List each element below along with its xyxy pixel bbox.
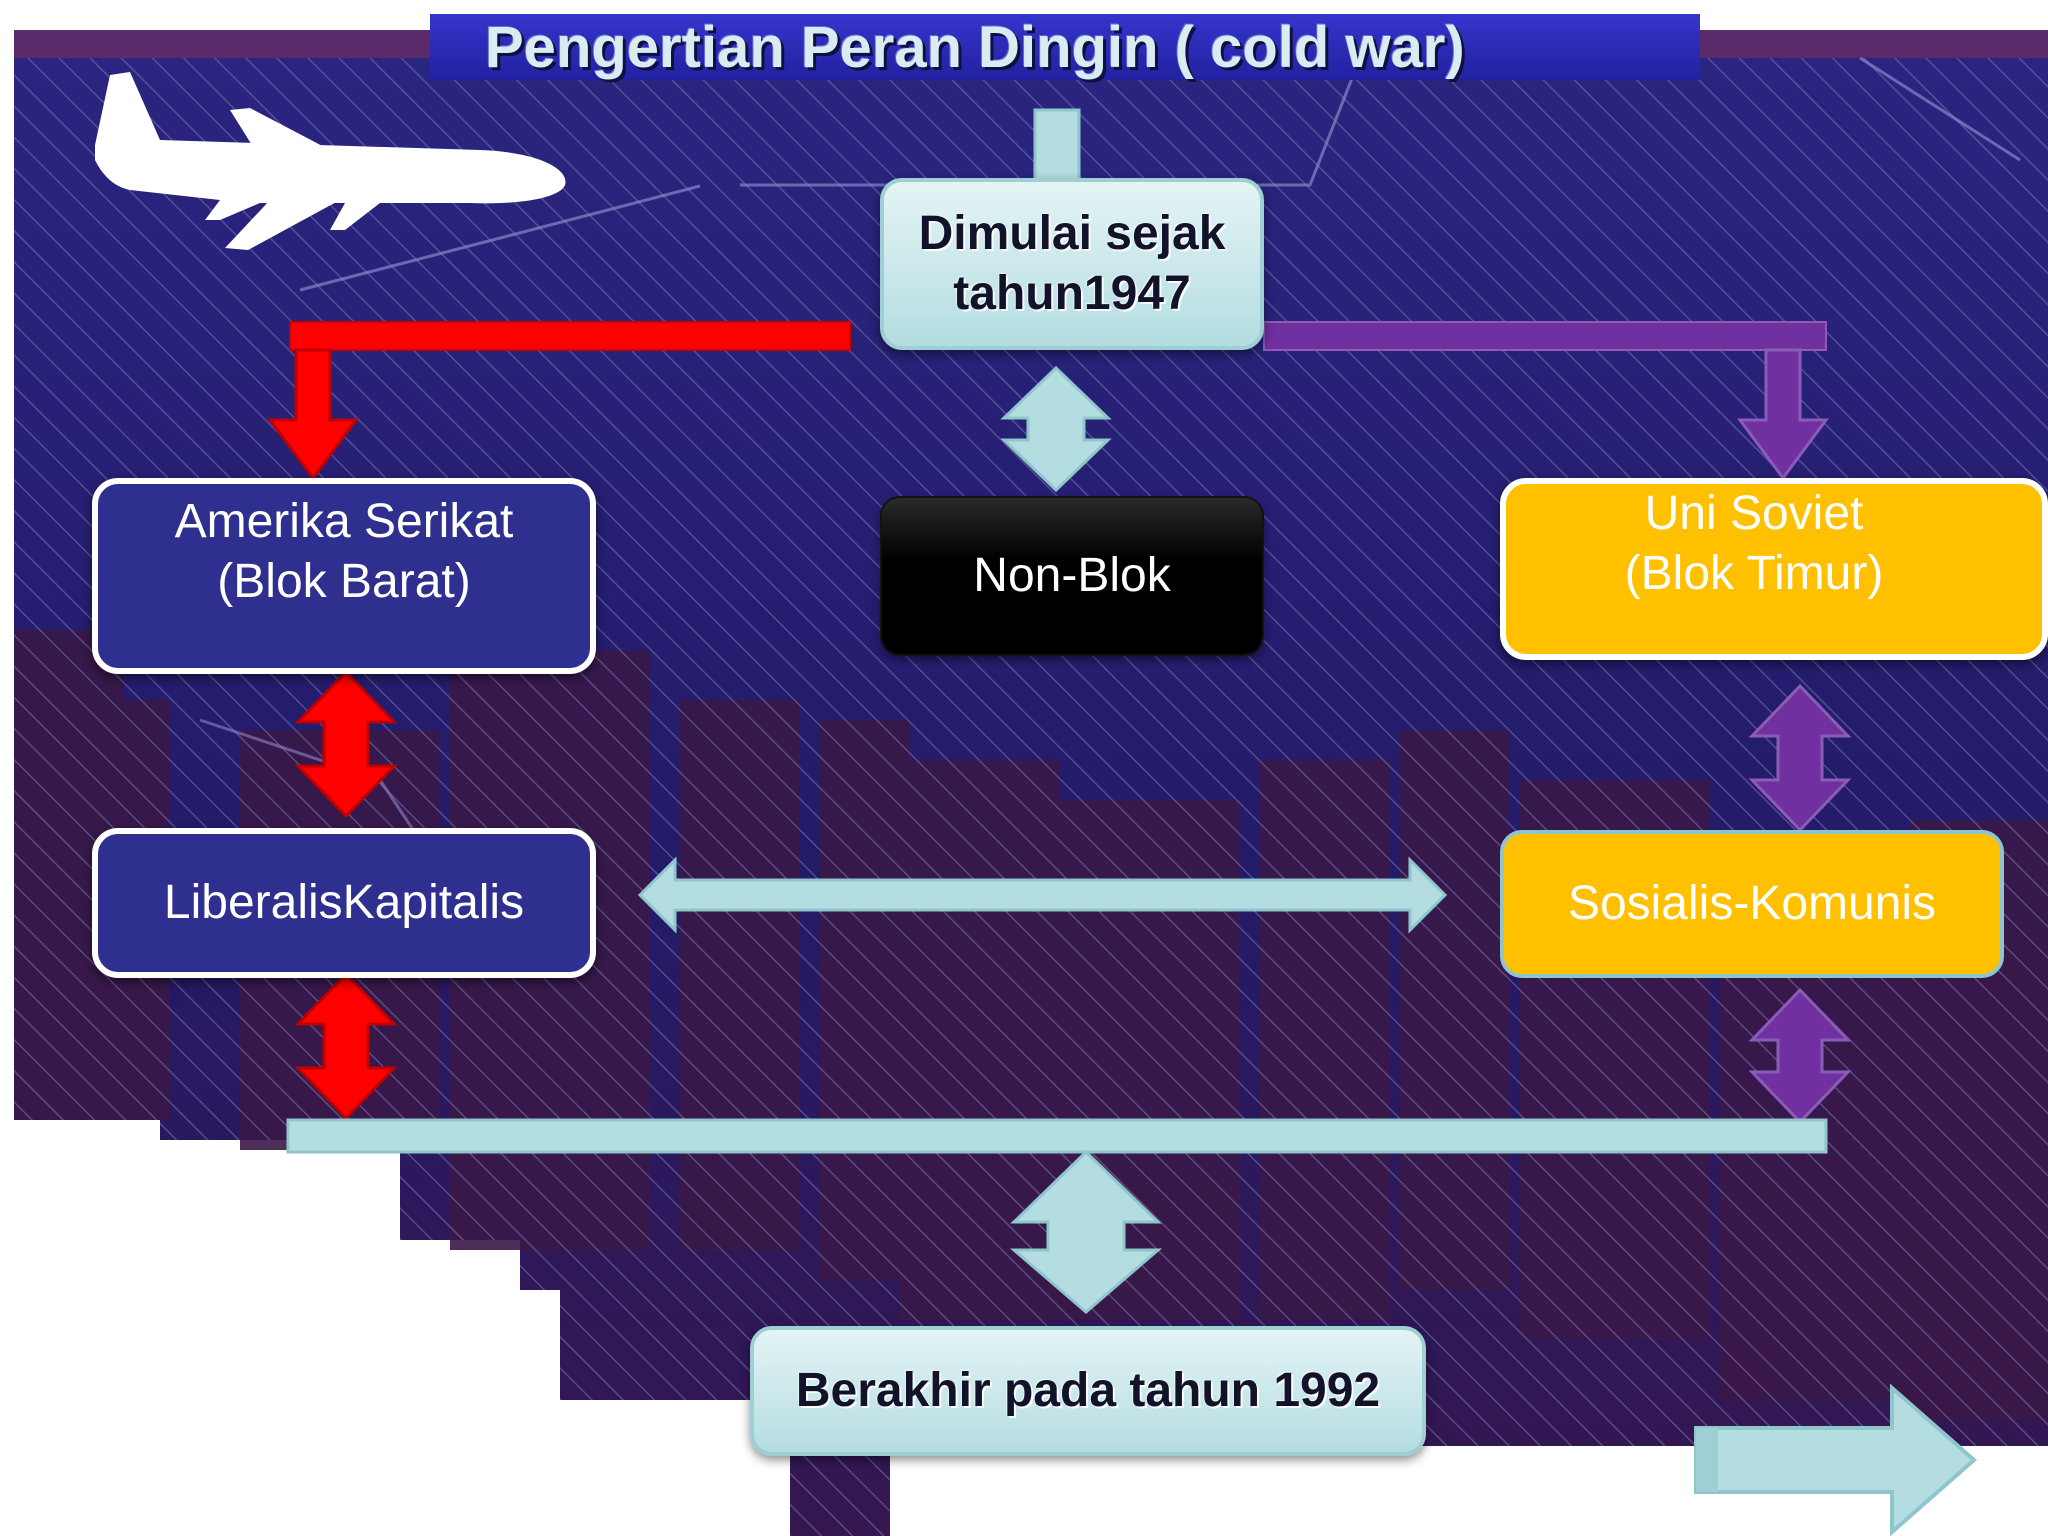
west-ideology-label: LiberalisKapitalis [163, 876, 525, 929]
start-line-1: Dimulai sejak [918, 207, 1226, 260]
east-ideology-label: Sosialis-Komunis [1567, 877, 1937, 930]
start-line-2: tahun1947 [953, 267, 1191, 320]
nonblok-label: Non-Blok [973, 549, 1171, 602]
nonblok-double-arrow [1000, 365, 1112, 493]
next-arrow-icon[interactable] [1692, 1384, 1978, 1536]
east-double-arrow-lower [1748, 987, 1852, 1125]
bottom-connector-bar [286, 1118, 1828, 1154]
west-double-arrow-upper [294, 669, 398, 819]
west-ideology-node: LiberalisKapitalis [92, 828, 596, 978]
ideology-double-arrow [637, 856, 1448, 934]
east-double-arrow-upper [1748, 683, 1852, 833]
west-down-arrow [267, 348, 359, 481]
west-line-1: Amerika Serikat [174, 495, 514, 548]
end-label: Berakhir pada tahun 1992 [795, 1364, 1381, 1417]
end-double-arrow [1009, 1149, 1163, 1314]
west-bloc-node: Amerika Serikat (Blok Barat) [92, 478, 596, 674]
start-node: Dimulai sejak tahun1947 [880, 178, 1264, 350]
nonblok-node: Non-Blok [882, 498, 1262, 654]
title-bar: Pengertian Peran Dingin ( cold war) [430, 14, 1700, 80]
airplane-icon [95, 72, 566, 250]
west-connector-line [289, 321, 851, 351]
stem-connector [1033, 108, 1081, 182]
east-down-arrow [1737, 348, 1829, 481]
east-bloc-node: Uni Soviet (Blok Timur) [1500, 478, 2048, 660]
east-line-1: Uni Soviet [1644, 487, 1864, 540]
west-line-2: (Blok Barat) [217, 555, 471, 608]
end-node: Berakhir pada tahun 1992 [750, 1326, 1426, 1456]
east-connector-line [1263, 321, 1827, 351]
east-ideology-node: Sosialis-Komunis [1500, 830, 2004, 978]
page-title: Pengertian Peran Dingin ( cold war) [485, 14, 1465, 80]
west-double-arrow-lower [294, 971, 398, 1121]
east-line-2: (Blok Timur) [1624, 547, 1884, 600]
